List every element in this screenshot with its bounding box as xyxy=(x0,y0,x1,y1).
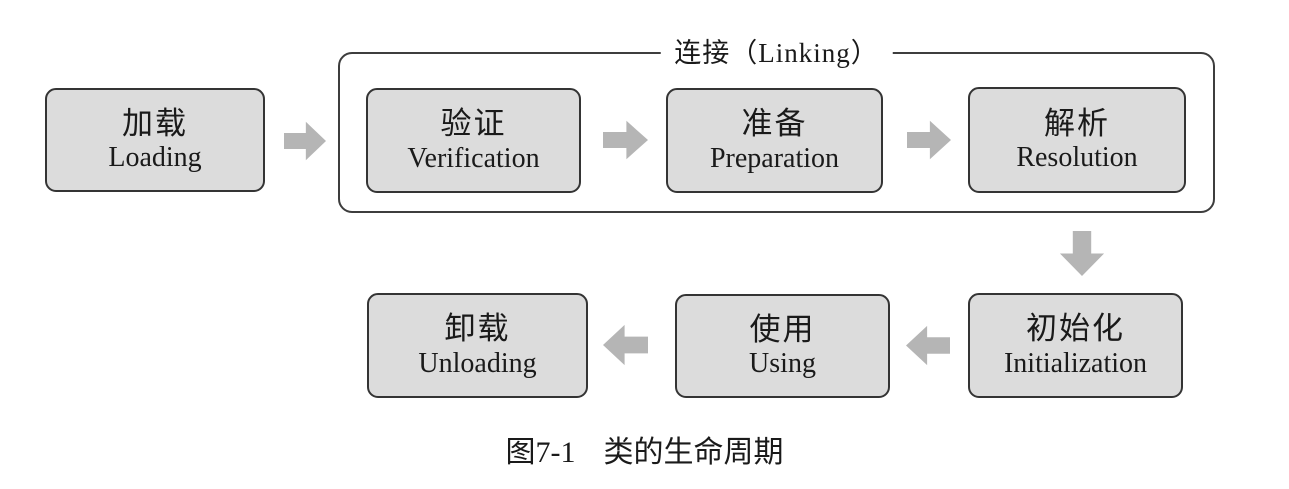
stage-box-preparation: 准备 Preparation xyxy=(666,88,883,193)
arrow-initialization-to-using-icon xyxy=(906,325,950,366)
figure-number: 图7-1 xyxy=(505,436,576,469)
stage-box-resolution: 解析 Resolution xyxy=(968,87,1186,193)
stage-label-zh: 卸载 xyxy=(444,311,511,347)
linking-group-label: 连接（Linking） xyxy=(660,36,893,70)
stage-label-zh: 使用 xyxy=(749,311,816,347)
stage-label-zh: 准备 xyxy=(741,106,808,142)
figure-caption: 图7-1 类的生命周期 xyxy=(0,434,1289,472)
stage-box-initialization: 初始化 Initialization xyxy=(968,293,1183,398)
arrow-linking-to-initialization-icon xyxy=(1059,231,1105,276)
stage-label-zh: 加载 xyxy=(122,105,188,141)
stage-box-loading: 加载 Loading xyxy=(45,88,265,192)
arrow-loading-to-verification-icon xyxy=(284,121,326,161)
stage-label-en: Initialization xyxy=(1003,347,1148,379)
figure-title: 类的生命周期 xyxy=(603,436,784,469)
stage-box-using: 使用 Using xyxy=(675,294,890,398)
stage-label-en: Using xyxy=(749,348,816,380)
arrow-using-to-unloading-icon xyxy=(603,324,648,366)
stage-label-en: Unloading xyxy=(418,347,537,379)
stage-label-en: Preparation xyxy=(709,142,840,174)
stage-label-zh: 初始化 xyxy=(1026,311,1125,347)
linking-group-container: 连接（Linking） xyxy=(338,36,1215,213)
stage-label-en: Verification xyxy=(407,142,540,174)
stage-label-zh: 解析 xyxy=(1044,105,1110,141)
stage-box-verification: 验证 Verification xyxy=(366,88,581,193)
stage-label-en: Resolution xyxy=(1016,142,1138,174)
stage-label-zh: 验证 xyxy=(440,106,507,142)
stage-label-en: Loading xyxy=(108,142,202,174)
stage-box-unloading: 卸载 Unloading xyxy=(367,293,588,398)
